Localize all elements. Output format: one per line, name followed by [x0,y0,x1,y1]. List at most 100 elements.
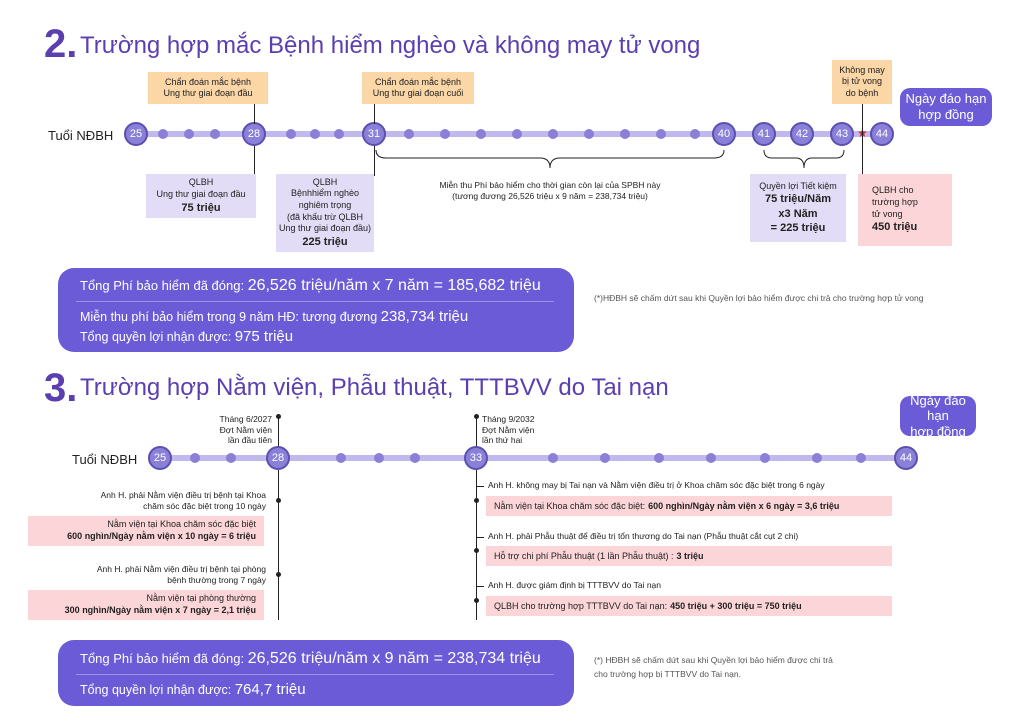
box-line: Ung thư giai đoạn đầu [156,188,246,199]
summary-waiver: Miễn thu phí bảo hiểm trong 9 năm HĐ: tư… [80,308,468,325]
left-event-2: Anh H. phải Nằm viện điều trị bệnh tại p… [60,564,266,586]
box-line: Nằm viện tại phòng thường [146,593,257,604]
savings-benefit-box: Quyền lợi Tiết kiệm 75 triệu/Năm x3 Năm … [750,174,846,242]
summary-value: 975 triệu [234,328,294,345]
age-axis-label: Tuổi NĐBH [48,128,114,143]
section2-number: 2. [44,22,78,66]
event-line: lần đầu tiên [228,435,272,446]
bar-label: QLBH cho trường hợp TTTBVV do Tai nạn: [494,601,668,611]
waiver-brace [375,149,725,169]
box-line: (đã khấu trừ QLBH [286,211,364,222]
caption-age31: Chẩn đoán mắc bệnh Ung thư giai đoạn cuố… [362,72,474,104]
summary-label: Tổng Phí bảo hiểm đã đóng: [80,278,248,293]
right-event-2: Anh H. phải Phẫu thuật để điều trị tổn t… [488,531,799,541]
event-line: Tháng 6/2027 [219,414,272,424]
benefit-box-early-cancer: QLBH Ung thư giai đoạn đầu 75 triệu [146,174,256,218]
timeline-dot [190,453,200,463]
summary-label: Tổng quyền lợi nhận được: [80,683,235,697]
box-line: tử vong [872,208,903,219]
summary-total: Tổng quyền lợi nhận được: 975 triệu [80,328,293,345]
bubble-line: hợp đồng [910,423,966,439]
age-marker: 28 [266,446,290,470]
bar-label: Nằm viện tại Khoa chăm sóc đặc biệt: [494,501,646,511]
connector [374,146,375,176]
event-dot [474,414,479,419]
event-line: chăm sóc đặc biệt trong 10 ngày [143,501,266,512]
left-event-1: Anh H. phải Nằm viện điều trị bệnh tại K… [60,490,266,512]
caption-line: Chẩn đoán mắc bệnh [374,76,462,87]
event-tick [476,586,484,587]
age-marker: 28 [242,122,266,146]
timeline-dot [336,453,346,463]
connector [278,418,279,448]
box-amount: 300 nghìn/Ngày nằm viện x 7 ngày = 2,1 t… [64,605,256,615]
timeline-dot [334,129,344,139]
summary-premium: Tổng Phí bảo hiểm đã đóng: 26,526 triệu/… [80,650,541,668]
note-line: (*) HĐBH sẽ chấm dứt sau khi Quyền lợi b… [594,655,833,665]
summary-label: Tổng Phí bảo hiểm đã đóng: [80,651,248,666]
timeline-dot [600,453,610,463]
timeline-dot [856,453,866,463]
box-amount: x3 Năm [778,207,818,220]
box-amount: 600 nghìn/Ngày nằm viện x 10 ngày = 6 tr… [67,531,256,541]
event-dot [276,414,281,419]
timeline-dot [706,453,716,463]
note-line: cho trường hợp bị TTTBVV do Tai nạn. [594,668,741,679]
event-label-2032: Tháng 9/2032 Đợt Nằm viện lần thứ hai [482,414,562,446]
box-amount: = 225 triệu [770,221,826,234]
box-line: Nằm viện tại Khoa chăm sóc đặc biệt [107,519,256,530]
summary-value: 764,7 triệu [234,681,306,698]
age-marker: 25 [148,446,172,470]
age-marker: 43 [830,122,854,146]
age-marker: 41 [752,122,776,146]
timeline-dot [286,129,296,139]
section3-number: 3. [44,366,78,410]
timeline-dot [440,129,450,139]
bar-label: Hỗ trợ chi phí Phẫu thuật (1 lần Phẫu th… [494,551,674,561]
box-line: QLBH [188,177,214,188]
box-line: Bệnhhiểm nghèo [290,188,360,199]
timeline-dot [476,129,486,139]
age-axis-label: Tuổi NĐBH [72,452,138,467]
caption-line: Ung thư giai đoạn cuối [372,88,464,98]
box-amount: 450 triệu [872,221,918,234]
timeline-dot [226,453,236,463]
connector [476,418,477,448]
event-line: Tháng 9/2032 [482,414,535,424]
connector [278,470,279,620]
event-line: Anh H. phải Nằm viện điều trị bệnh tại p… [96,564,266,574]
age-marker: 33 [464,446,488,470]
box-line: trường hợp [872,197,918,207]
timeline-dot [584,129,594,139]
connector [374,104,375,124]
event-dot [276,498,281,503]
timeline-dot [620,129,630,139]
age-marker: 31 [362,122,386,146]
bar-amount: 3 triệu [676,551,704,561]
event-dot [474,598,479,603]
caption-line: Ung thư giai đoạn đầu [163,88,253,98]
event-dot [474,548,479,553]
summary-label: Miễn thu phí bảo hiểm trong 9 năm HĐ: tư… [80,310,381,324]
summary-value: 26,526 triệu/năm x 9 năm = 238,734 triệu [247,650,541,667]
connector [862,104,863,174]
benefit-bar-disability: QLBH cho trường hợp TTTBVV do Tai nạn: 4… [486,596,892,616]
event-line: Đợt Nằm viện [219,424,272,435]
timeline-dot [760,453,770,463]
timeline-dot [184,129,194,139]
timeline-dot [656,129,666,139]
summary-divider [76,674,554,675]
box-amount: 75 triệu/Năm [764,193,832,206]
timeline-dot [158,129,168,139]
caption-line: bị tử vong [841,76,883,87]
right-event-3: Anh H. được giám định bị TTTBVV do Tai n… [488,580,662,590]
event-tick [476,486,484,487]
waiver-text: Miễn thu Phí bảo hiểm cho thời gian còn … [420,180,680,202]
timeline-dot [512,129,522,139]
benefit-bar-surgery: Hỗ trợ chi phí Phẫu thuật (1 lần Phẫu th… [486,546,892,566]
timeline-bar [130,131,888,137]
summary-value: 238,734 triệu [380,308,469,325]
summary-premium: Tổng Phí bảo hiểm đã đóng: 26,526 triệu/… [80,277,541,295]
box-line: Quyền lợi Tiết kiệm [759,180,837,191]
age-marker: 44 [894,446,918,470]
